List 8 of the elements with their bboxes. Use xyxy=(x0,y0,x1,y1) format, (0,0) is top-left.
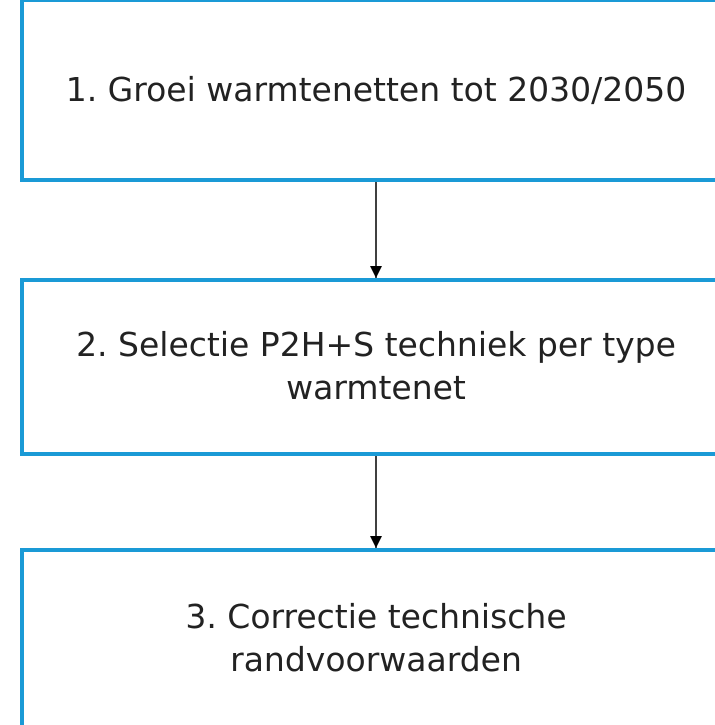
arrow xyxy=(370,182,382,278)
arrow xyxy=(370,456,382,548)
process-box xyxy=(20,0,715,182)
process-box xyxy=(20,278,715,456)
box-text: 1. Groei warmtenetten tot 2030/2050 xyxy=(64,68,688,111)
process-box xyxy=(20,548,715,725)
box-text: 3. Correctie technische randvoorwaarden xyxy=(184,596,568,681)
box-text: 2. Selectie P2H+S techniek per type warmtenet xyxy=(75,324,677,409)
